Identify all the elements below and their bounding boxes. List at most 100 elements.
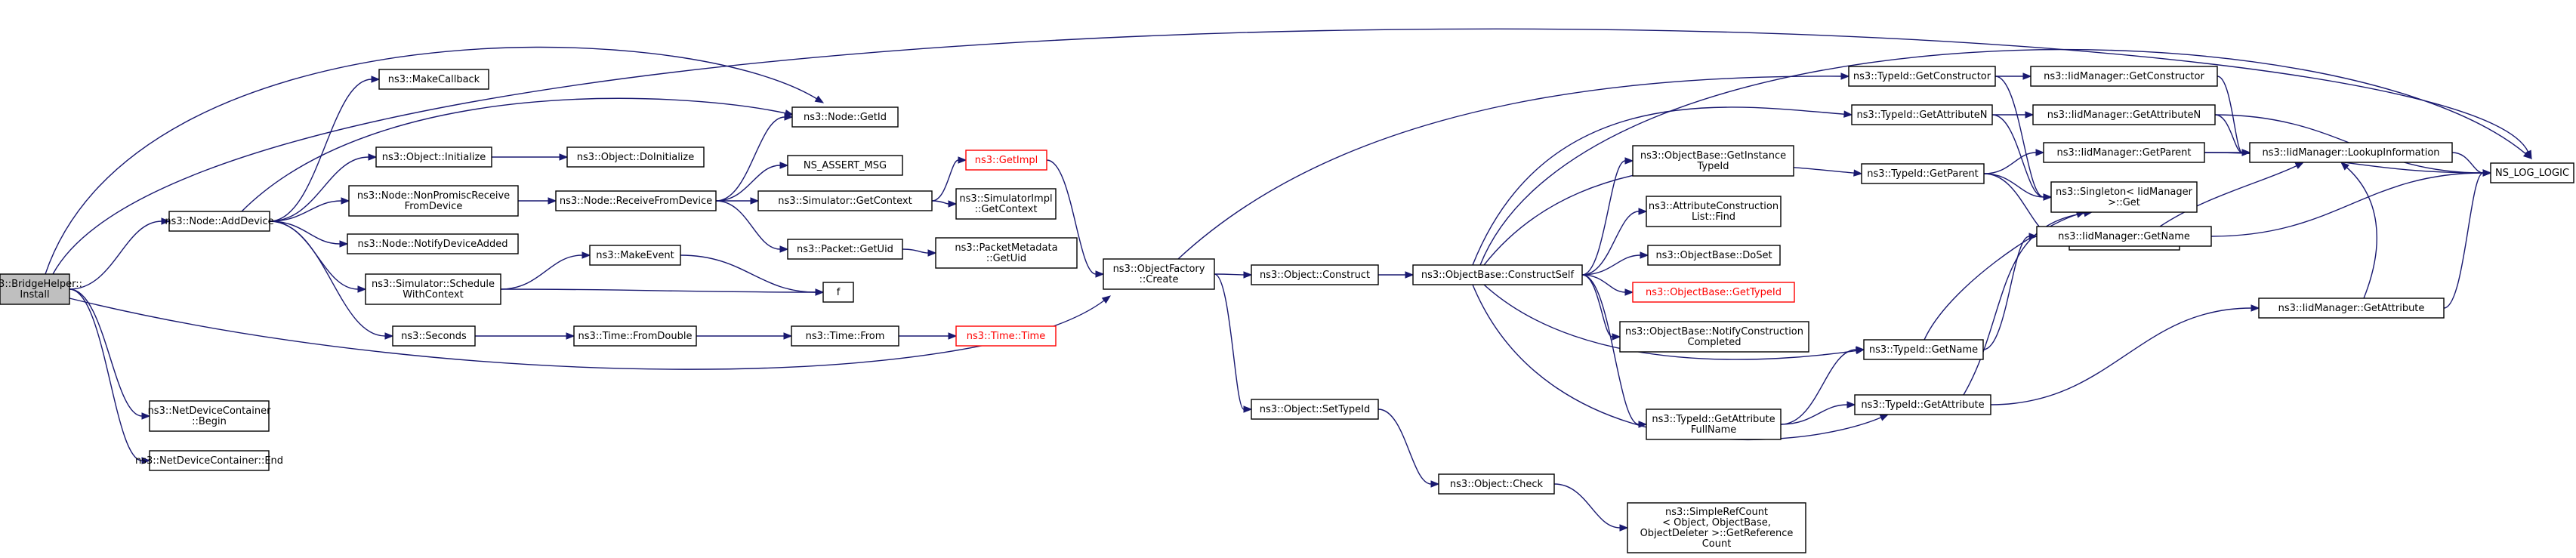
node-iid-getparent[interactable]: ns3::IidManager::GetParent (2043, 142, 2205, 163)
node-label: >::Get (2108, 197, 2140, 208)
node-construct-self[interactable]: ns3::ObjectBase::ConstructSelf (1412, 264, 1583, 285)
node-singleton-get[interactable]: ns3::Singleton< IidManager>::Get (2050, 181, 2198, 213)
node-make-callback[interactable]: ns3::MakeCallback (378, 69, 489, 90)
node-box (149, 400, 270, 432)
node-notify-construction[interactable]: ns3::ObjectBase::NotifyConstructionCompl… (1619, 321, 1809, 353)
node-box (2036, 226, 2212, 247)
node-iid-lookupinfo[interactable]: ns3::IidManager::LookupInformation (2249, 142, 2453, 163)
node-label: ::Begin (192, 416, 227, 427)
node-object-initialize[interactable]: ns3::Object::Initialize (375, 146, 492, 168)
node-box (347, 233, 519, 254)
call-edge-receive_from_device-to-node_getid (715, 113, 794, 202)
node-ns-log-logic[interactable]: NS_LOG_LOGIC (2490, 162, 2574, 183)
node-ndc-begin[interactable]: ns3::NetDeviceContainer::Begin (148, 400, 272, 432)
node-pktmeta-getuid[interactable]: ns3::PacketMetadata::GetUid (935, 237, 1078, 269)
node-box (2032, 104, 2216, 125)
call-edge-object_construct-to-construct_self (1378, 271, 1414, 279)
arrowhead-icon (814, 95, 825, 103)
node-typeid-getname[interactable]: ns3::TypeId::GetName (1863, 339, 1984, 360)
arrowhead-icon (779, 162, 789, 169)
call-edge-add_device-to-nonpromisc (269, 197, 350, 222)
node-object-construct[interactable]: ns3::Object::Construct (1251, 264, 1379, 285)
node-time-time[interactable]: ns3::Time::Time (955, 325, 1057, 347)
arrowhead-icon (1243, 405, 1253, 413)
node-ns-assert-msg[interactable]: NS_ASSERT_MSG (787, 155, 903, 176)
arrowhead-icon (2482, 169, 2492, 177)
node-objbase-gettypeid[interactable]: ns3::ObjectBase::GetTypeId (1632, 282, 1795, 303)
node-get-impl[interactable]: ns3::GetImpl (965, 150, 1047, 171)
node-typeid-getparent[interactable]: ns3::TypeId::GetParent (1861, 163, 1985, 184)
call-edge-object_settypeid-to-object_check (1377, 408, 1440, 488)
node-label: ns3::Node::NonPromiscReceive (357, 190, 510, 202)
call-edge-from_double-to-time_from (696, 332, 793, 340)
node-objbase-doset[interactable]: ns3::ObjectBase::DoSet (1647, 245, 1781, 266)
node-label: ns3::TypeId::GetName (1869, 344, 1978, 356)
node-box (1851, 104, 1993, 125)
node-iid-getconstructor[interactable]: ns3::IidManager::GetConstructor (2030, 66, 2218, 87)
node-box (168, 211, 270, 232)
node-time-from[interactable]: ns3::Time::From (791, 325, 899, 347)
node-typeid-getattributen[interactable]: ns3::TypeId::GetAttributeN (1851, 104, 1993, 125)
arrowhead-icon (927, 249, 937, 257)
node-label: ns3::Node::ReceiveFromDevice (560, 196, 712, 207)
node-make-event[interactable]: ns3::MakeEvent (589, 245, 681, 266)
arrowhead-icon (1095, 270, 1105, 278)
node-label: ns3::IidManager::GetConstructor (2044, 71, 2204, 82)
call-edge-construct_self-to-typeid_getattributen (1472, 106, 1853, 266)
node-box (566, 146, 705, 168)
arrowhead-icon (958, 156, 967, 164)
node-typeid-getconstructor[interactable]: ns3::TypeId::GetConstructor (1848, 66, 1996, 87)
node-objfactory-create[interactable]: ns3::ObjectFactory::Create (1103, 258, 1215, 290)
node-label: ns3::MakeCallback (388, 74, 480, 85)
node-box (1619, 321, 1809, 353)
call-edge-object_initialize-to-do_initialize (491, 153, 569, 161)
call-edge-construct_self-to-objbase_gettypeid (1581, 274, 1634, 296)
node-iid-getattributen[interactable]: ns3::IidManager::GetAttributeN (2032, 104, 2216, 125)
node-label: ns3::Object::DoInitialize (577, 152, 695, 163)
call-edge-construct_self-to-notify_construction (1581, 274, 1621, 341)
node-object-check[interactable]: ns3::Object::Check (1438, 473, 1555, 495)
node-ndc-end[interactable]: ns3::NetDeviceContainer::End (135, 450, 283, 471)
node-box (1632, 282, 1795, 303)
arrowhead-icon (815, 288, 825, 296)
arrowhead-icon (1243, 271, 1253, 279)
node-packet-getuid[interactable]: ns3::Packet::GetUid (787, 239, 903, 260)
node-iid-getname[interactable]: ns3::IidManager::GetName (2036, 226, 2212, 247)
node-node-getid[interactable]: ns3::Node::GetId (791, 106, 899, 128)
node-notify-added[interactable]: ns3::Node::NotifyDeviceAdded (347, 233, 519, 254)
node-do-initialize[interactable]: ns3::Object::DoInitialize (566, 146, 705, 168)
arrowhead-icon (1856, 346, 1865, 353)
node-add-device[interactable]: ns3::Node::AddDevice (165, 211, 274, 232)
node-f[interactable]: f (822, 282, 854, 303)
arrowhead-icon (1101, 295, 1112, 304)
node-label: ns3::Node::GetId (804, 112, 887, 123)
node-label: ns3::TypeId::GetAttribute (1861, 399, 1984, 411)
node-label: ns3::IidManager::GetAttribute (2278, 303, 2425, 314)
node-from-double[interactable]: ns3::Time::FromDouble (573, 325, 697, 347)
call-edge-add_device-to-object_initialize (269, 153, 378, 222)
node-typeid-getattribute[interactable]: ns3::TypeId::GetAttribute (1854, 394, 1991, 415)
node-box (822, 282, 854, 303)
node-label: ns3::NetDeviceContainer (148, 405, 272, 417)
arrowhead-icon (2294, 162, 2305, 169)
node-receive-from-device[interactable]: ns3::Node::ReceiveFromDevice (555, 190, 717, 211)
node-box (757, 190, 933, 211)
node-box (787, 155, 903, 176)
node-box (2258, 297, 2445, 319)
node-label: ns3::TypeId::GetAttribute (1652, 414, 1775, 425)
node-label: TypeId (1697, 161, 1729, 172)
arrowhead-icon (371, 76, 381, 83)
node-object-settypeid[interactable]: ns3::Object::SetTypeId (1251, 399, 1379, 420)
node-seconds[interactable]: ns3::Seconds (392, 325, 476, 347)
node-simplerefcount[interactable]: ns3::SimpleRefCount< Object, ObjectBase,… (1627, 502, 1806, 553)
node-iid-getattribute[interactable]: ns3::IidManager::GetAttribute (2258, 297, 2445, 319)
node-label: ns3::TypeId::GetParent (1867, 168, 1979, 180)
node-simimpl-getcontext[interactable]: ns3::SimulatorImpl::GetContext (955, 188, 1057, 220)
call-edge-bridge_install-to-node_getid (45, 46, 825, 275)
node-sim-getcontext[interactable]: ns3::Simulator::GetContext (757, 190, 933, 211)
